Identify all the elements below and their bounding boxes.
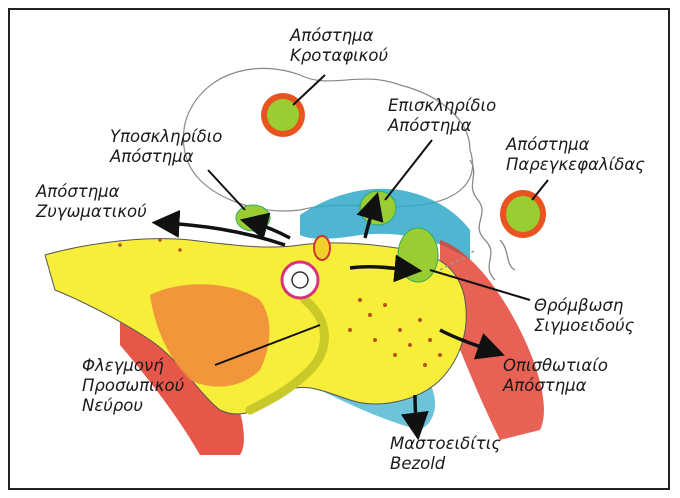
label-subdural-abscess: Υποσκληρίδιο Απόστημα [110,127,222,167]
small-abscess [314,236,330,260]
label-sigmoid-thrombosis: Θρόμβωση Σιγμοειδούς [534,296,634,336]
label-epidural-abscess: Επισκληρίδιο Απόστημα [388,96,496,136]
label-temporal-abscess: Απόστημα Κροταφικού [290,26,388,66]
sigmoid-thrombus [398,228,438,282]
label-postauricular-abscess: Οπισθωτιαίο Απόστημα [503,356,608,396]
epidural-abscess [360,191,396,225]
label-bezold: Μαστοειδίτις Bezold [390,434,501,474]
label-facial-nerve: Φλεγμονή Προσωπικού Νεύρου [82,356,184,416]
label-cerebellar-abscess: Απόστημα Παρεγκεφαλίδας [506,135,645,175]
label-zygomatic-abscess: Απόστημα Ζυγωματικού [36,182,147,222]
cerebellar-abscess [500,190,546,238]
